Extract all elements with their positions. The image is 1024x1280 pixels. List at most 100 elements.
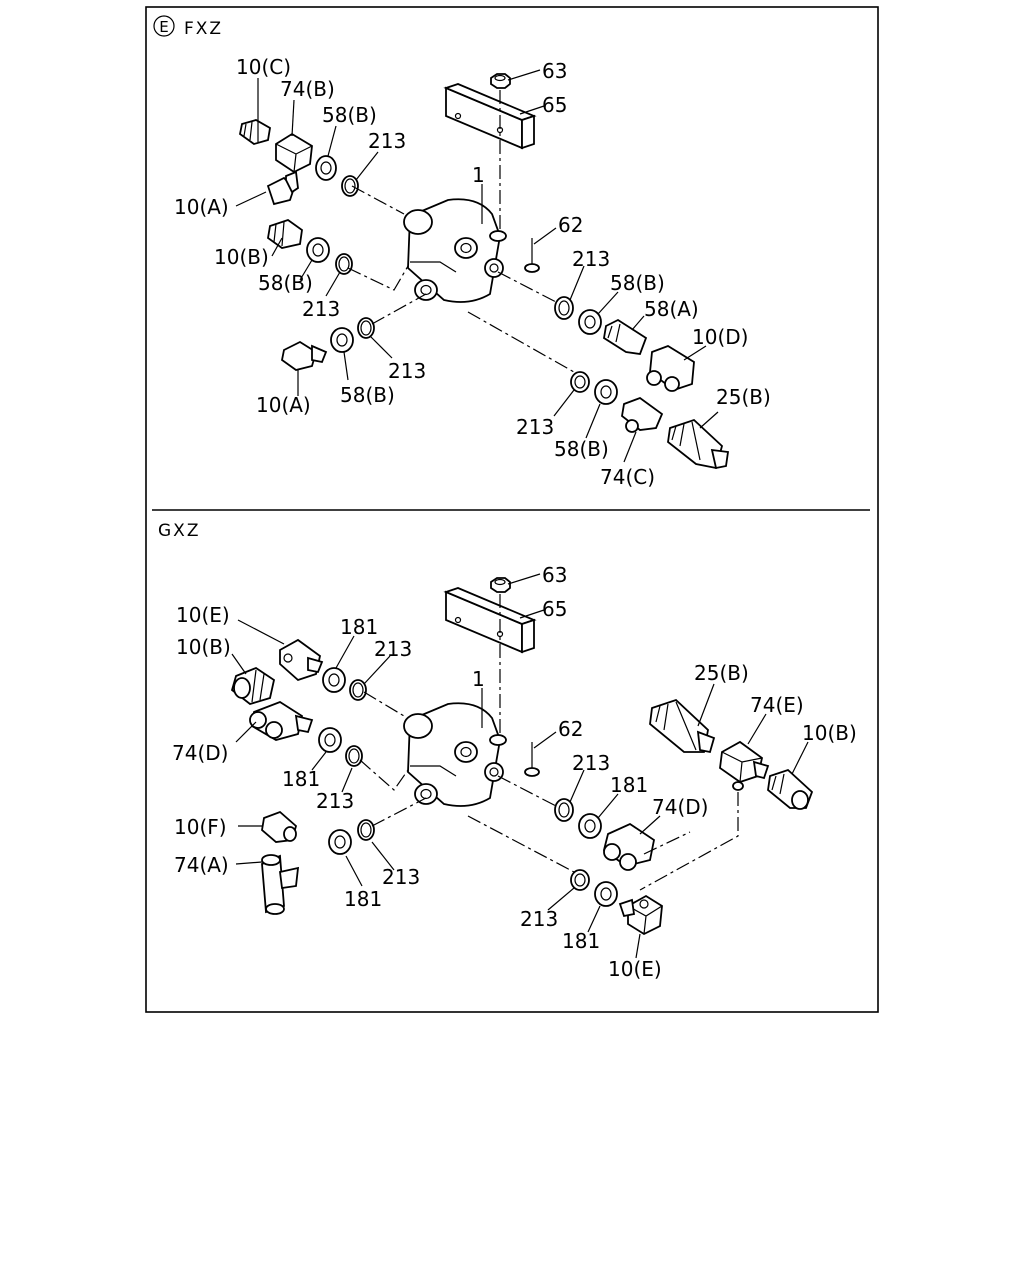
ring-213-mid <box>335 253 353 275</box>
diagram-frame <box>145 6 879 1013</box>
part-181-r2 <box>594 881 618 907</box>
ring-213-r2-gxz <box>570 869 590 891</box>
label-74d-left: 74(D) <box>172 741 228 765</box>
label-25b-gxz: 25(B) <box>694 661 749 685</box>
leader-lines-fxz <box>235 69 719 463</box>
part-58a <box>603 318 648 355</box>
part-25b <box>667 418 730 470</box>
label-74c: 74(C) <box>600 465 655 489</box>
part-10d <box>646 345 695 392</box>
ring-213-r1 <box>554 296 574 320</box>
label-213-mid: 213 <box>302 297 340 321</box>
label-58b-r1: 58(B) <box>610 271 665 295</box>
label-10d: 10(D) <box>692 325 748 349</box>
section-code-gxz: GXZ <box>158 521 200 541</box>
label-74a: 74(A) <box>174 853 229 877</box>
label-213-mid: 213 <box>316 789 354 813</box>
label-10f: 10(F) <box>174 815 227 839</box>
label-10a-low: 10(A) <box>256 393 311 417</box>
nut-63 <box>490 73 511 89</box>
label-181-r2: 181 <box>562 929 600 953</box>
label-181-low: 181 <box>344 887 382 911</box>
label-213-r1-gxz: 213 <box>572 751 610 775</box>
part-58b-mid <box>306 237 330 263</box>
label-181-top: 181 <box>340 615 378 639</box>
ring-213-mid-gxz <box>345 745 363 767</box>
part-58b-r1 <box>578 309 602 335</box>
label-65-gxz: 65 <box>542 597 567 621</box>
bracket-65-gxz <box>443 587 537 654</box>
label-58b-r2: 58(B) <box>554 437 609 461</box>
label-58b-top: 58(B) <box>322 103 377 127</box>
section-fxz: E FXZ <box>153 15 771 489</box>
valve-body-1-gxz <box>403 702 507 807</box>
section-marker-circle <box>153 15 175 37</box>
label-25b: 25(B) <box>716 385 771 409</box>
label-213-low: 213 <box>388 359 426 383</box>
ring-213-low-gxz <box>357 819 375 841</box>
bolt-62-gxz <box>524 742 540 777</box>
label-10e-top: 10(E) <box>176 603 230 627</box>
label-74d-right: 74(D) <box>652 795 708 819</box>
bracket-65 <box>443 83 537 150</box>
label-62-gxz: 62 <box>558 717 583 741</box>
label-58b-low: 58(B) <box>340 383 395 407</box>
part-10a-top <box>266 170 299 206</box>
nut-63-gxz <box>490 577 511 593</box>
part-10c <box>239 119 271 145</box>
label-10b-right: 10(B) <box>802 721 857 745</box>
section-gxz: GXZ <box>158 521 857 981</box>
ring-213-top-gxz <box>349 679 367 701</box>
ring-213-r1-gxz <box>554 798 574 822</box>
label-65: 65 <box>542 93 567 117</box>
leader-lines-gxz <box>231 573 809 959</box>
label-1: 1 <box>472 163 485 187</box>
label-10e-low: 10(E) <box>608 957 662 981</box>
part-74d-right <box>602 822 656 871</box>
label-63-gxz: 63 <box>542 563 567 587</box>
part-74d-left <box>249 700 314 741</box>
part-10f <box>261 810 298 843</box>
part-74a <box>261 854 300 915</box>
label-213-top: 213 <box>374 637 412 661</box>
part-10b <box>267 219 303 249</box>
section-code: FXZ <box>184 19 223 39</box>
ring-213-low <box>357 317 375 339</box>
section-marker: E <box>159 18 168 36</box>
part-181-r1 <box>578 813 602 839</box>
part-10b-right <box>767 768 814 810</box>
label-10c: 10(C) <box>236 55 291 79</box>
valve-body-1 <box>403 198 507 303</box>
part-181-low <box>328 829 352 855</box>
part-181-mid <box>318 727 342 753</box>
part-74b <box>275 132 313 174</box>
label-213-r2-gxz: 213 <box>520 907 558 931</box>
label-1-gxz: 1 <box>472 667 485 691</box>
label-10b: 10(B) <box>214 245 269 269</box>
part-10b-left <box>230 666 276 705</box>
part-10e-low <box>618 894 663 936</box>
label-62: 62 <box>558 213 583 237</box>
label-10a-top: 10(A) <box>174 195 229 219</box>
part-74e <box>719 740 770 791</box>
part-10a-low <box>281 340 328 371</box>
label-181-r1: 181 <box>610 773 648 797</box>
part-10e-top <box>279 638 324 682</box>
part-25b-gxz <box>649 698 716 754</box>
label-213-low: 213 <box>382 865 420 889</box>
part-58b-r2 <box>594 379 618 405</box>
label-10b-left: 10(B) <box>176 635 231 659</box>
label-74e: 74(E) <box>750 693 804 717</box>
part-58b-low <box>330 327 354 353</box>
label-58b-mid: 58(B) <box>258 271 313 295</box>
label-213-r2: 213 <box>516 415 554 439</box>
part-58b-top <box>315 155 337 181</box>
label-74b: 74(B) <box>280 77 335 101</box>
part-74c <box>621 396 664 433</box>
label-213-r1: 213 <box>572 247 610 271</box>
ring-213-top <box>341 175 359 197</box>
label-181-mid: 181 <box>282 767 320 791</box>
bolt-62 <box>524 238 540 273</box>
label-58a: 58(A) <box>644 297 699 321</box>
